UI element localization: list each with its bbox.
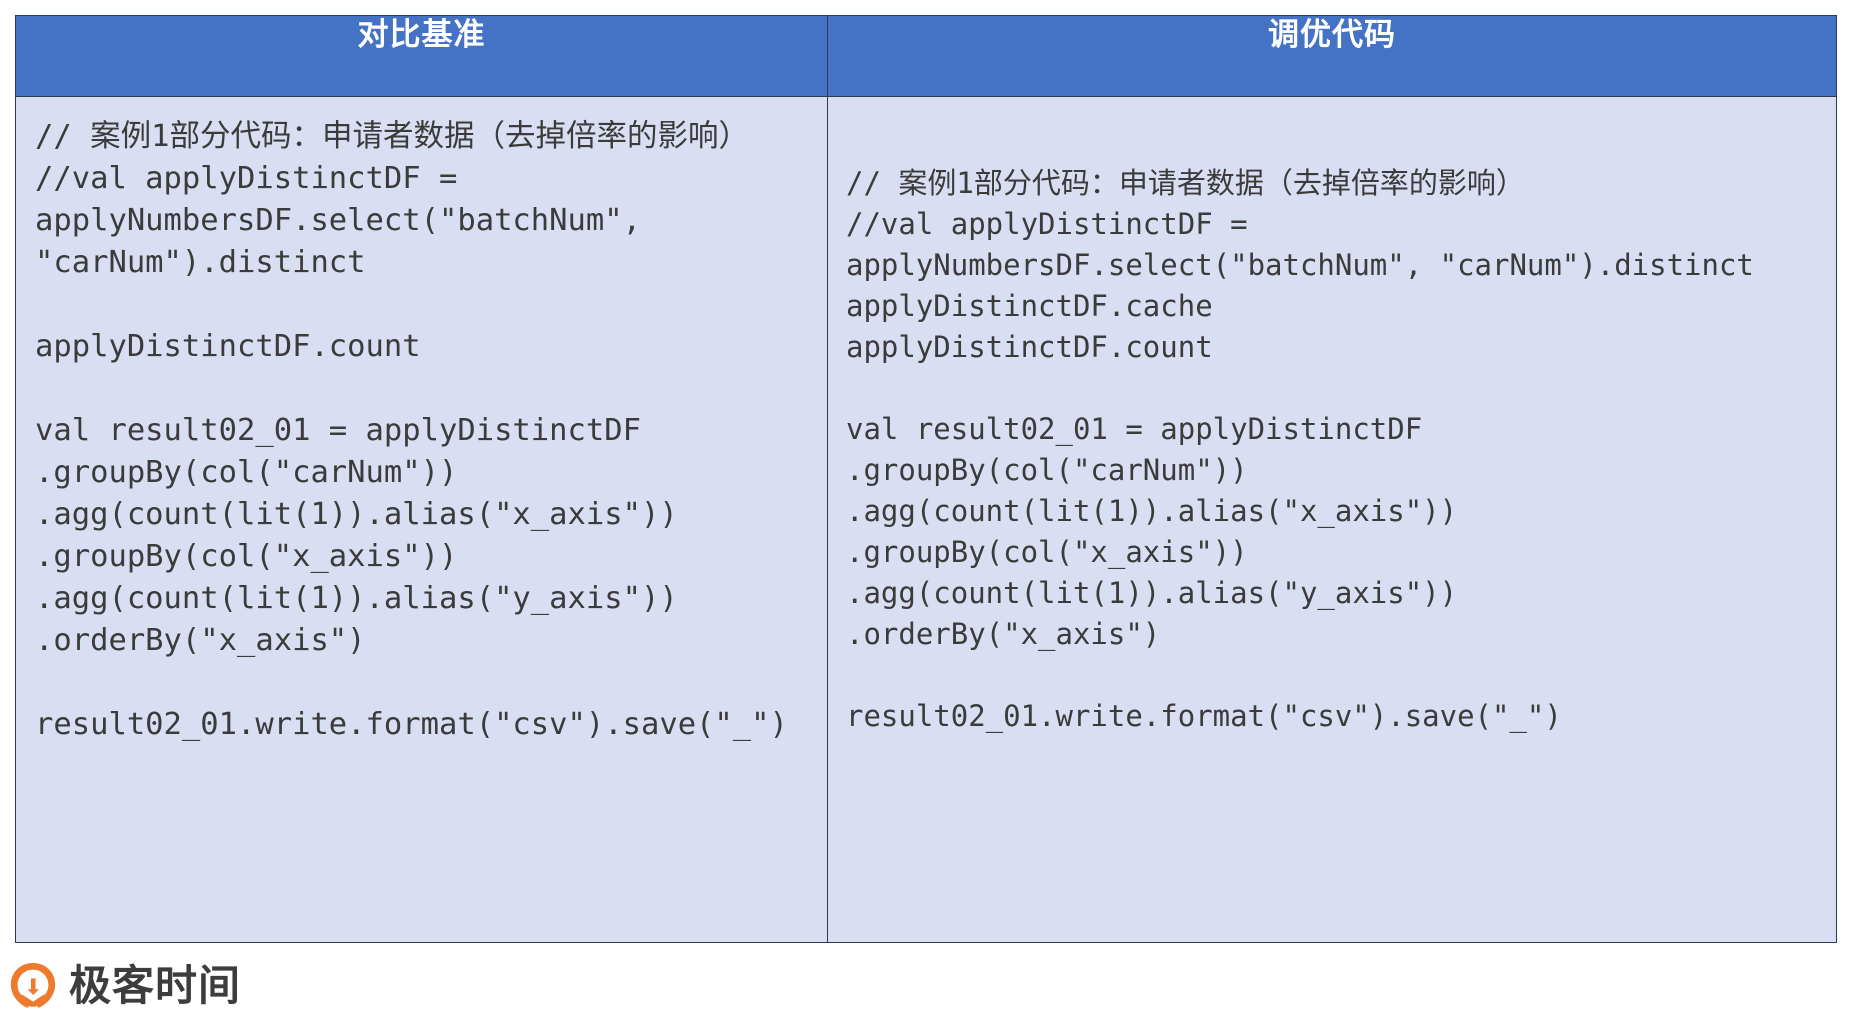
code-snippet-optimized: // 案例1部分代码：申请者数据（去掉倍率的影响） //val applyDis… [846, 166, 1754, 733]
header-label-baseline: 对比基准 [357, 17, 486, 52]
code-comparison-table: 对比基准 调优代码 // 案例1部分代码：申请者数据（去掉倍率的影响） //va… [15, 15, 1837, 943]
body-cell-baseline: // 案例1部分代码：申请者数据（去掉倍率的影响） //val applyDis… [15, 96, 828, 943]
header-cell-optimized: 调优代码 [827, 15, 1837, 97]
table-header: 对比基准 调优代码 [15, 15, 1837, 97]
geek-time-logo-icon [8, 961, 58, 1011]
body-cell-optimized: // 案例1部分代码：申请者数据（去掉倍率的影响） //val applyDis… [827, 96, 1837, 943]
brand-name-label: 极客时间 [69, 962, 242, 1009]
code-snippet-baseline: // 案例1部分代码：申请者数据（去掉倍率的影响） //val applyDis… [35, 119, 788, 742]
table-row: // 案例1部分代码：申请者数据（去掉倍率的影响） //val applyDis… [15, 96, 1837, 943]
header-row: 对比基准 调优代码 [15, 15, 1837, 97]
header-cell-baseline: 对比基准 [15, 15, 828, 97]
table-body: // 案例1部分代码：申请者数据（去掉倍率的影响） //val applyDis… [15, 96, 1837, 943]
header-label-optimized: 调优代码 [1268, 17, 1396, 52]
brand-footer: 极客时间 [8, 955, 241, 1017]
